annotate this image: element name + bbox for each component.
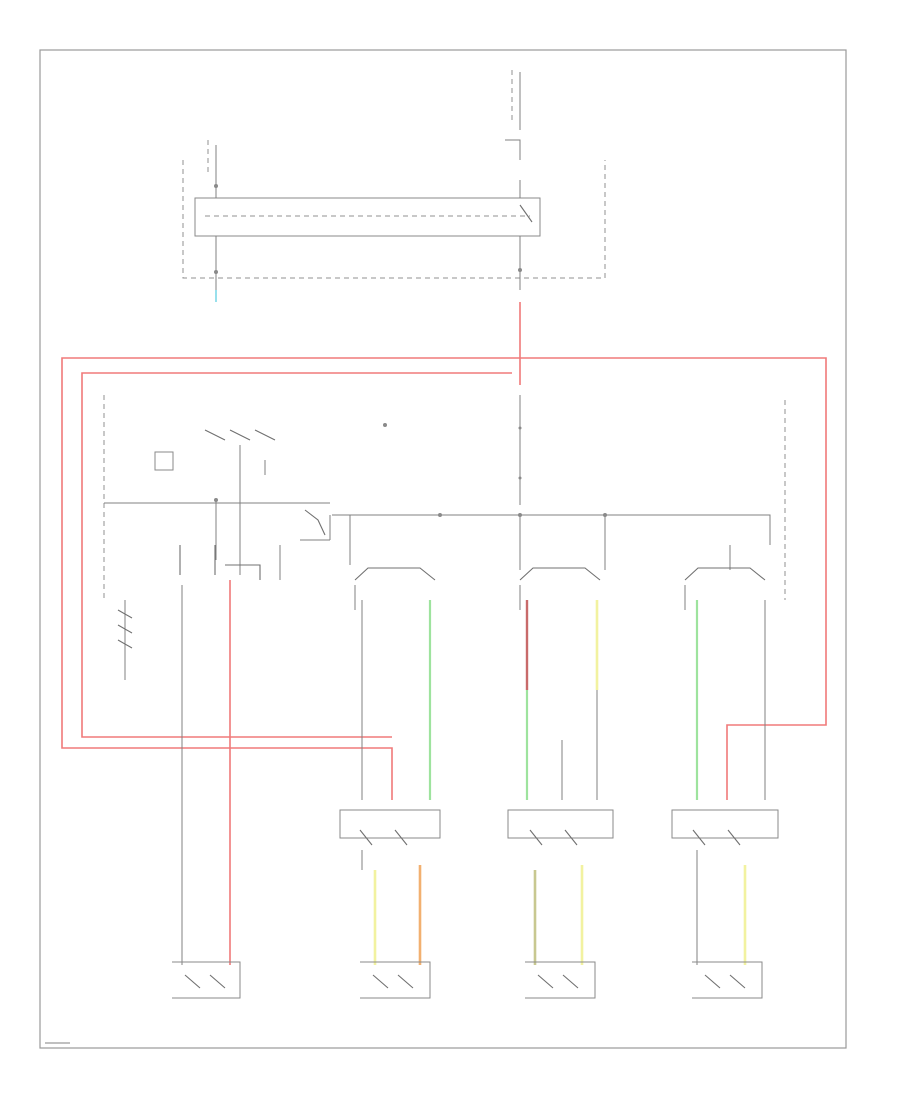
rear-window-switches (339, 809, 779, 846)
fuse-relay-block (182, 70, 606, 302)
diagram-frame (39, 49, 847, 1049)
red-bus-loop (61, 357, 520, 800)
upper-window-switches (354, 567, 766, 610)
window-motors (172, 961, 763, 999)
control-bus (104, 502, 771, 545)
master-switch (103, 395, 330, 680)
